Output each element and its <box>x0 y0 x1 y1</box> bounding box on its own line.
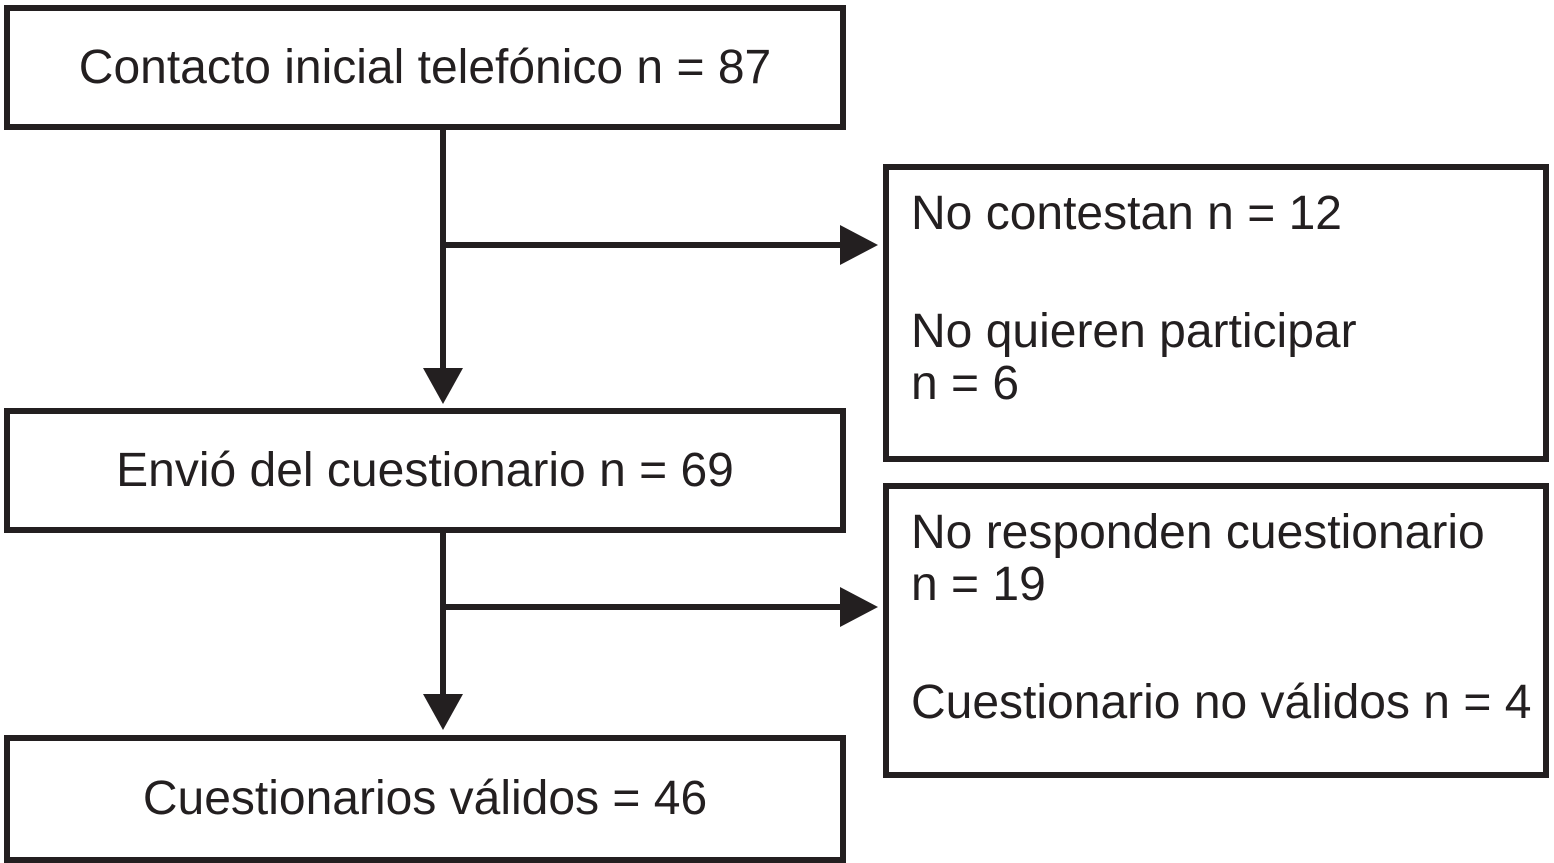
connector-horizontal-1 <box>443 242 840 248</box>
exclusion-line: No contestan n = 12 <box>911 187 1342 240</box>
exclusion-paragraph: No contestan n = 12 <box>911 188 1523 240</box>
arrowhead-right-1-icon <box>840 225 878 265</box>
box-questionnaire-sent-label: Envió del cuestionario n = 69 <box>116 443 734 497</box>
box-exclusion-questionnaire-stage: No responden cuestionario n = 19 Cuestio… <box>883 483 1549 778</box>
arrowhead-down-1-icon <box>423 368 463 404</box>
box-valid-questionnaires: Cuestionarios válidos = 46 <box>4 735 846 863</box>
arrowhead-right-2-icon <box>840 587 878 627</box>
arrowhead-down-2-icon <box>423 694 463 730</box>
exclusion-line: n = 19 <box>911 558 1046 611</box>
box-exclusion-phone-stage: No contestan n = 12 No quieren participa… <box>883 164 1549 462</box>
exclusion-line: No responden cuestionario <box>911 506 1485 559</box>
exclusion-line: n = 6 <box>911 357 1020 410</box>
exclusion-paragraph: No quieren participar n = 6 <box>911 306 1523 410</box>
box-initial-contact: Contacto inicial telefónico n = 87 <box>4 5 846 130</box>
box-questionnaire-sent: Envió del cuestionario n = 69 <box>4 408 846 533</box>
exclusion-line: No quieren participar <box>911 305 1357 358</box>
exclusion-paragraph: Cuestionario no válidos n = 4 <box>911 676 1532 729</box>
connector-horizontal-2 <box>443 604 840 610</box>
connector-vertical-1 <box>440 130 446 368</box>
exclusion-paragraph: No responden cuestionario n = 19 <box>911 507 1523 611</box>
exclusion-line: Cuestionario no válidos n = 4 <box>911 676 1532 729</box>
connector-vertical-2 <box>440 533 446 694</box>
box-initial-contact-label: Contacto inicial telefónico n = 87 <box>78 40 772 94</box>
box-valid-questionnaires-label: Cuestionarios válidos = 46 <box>142 772 708 825</box>
